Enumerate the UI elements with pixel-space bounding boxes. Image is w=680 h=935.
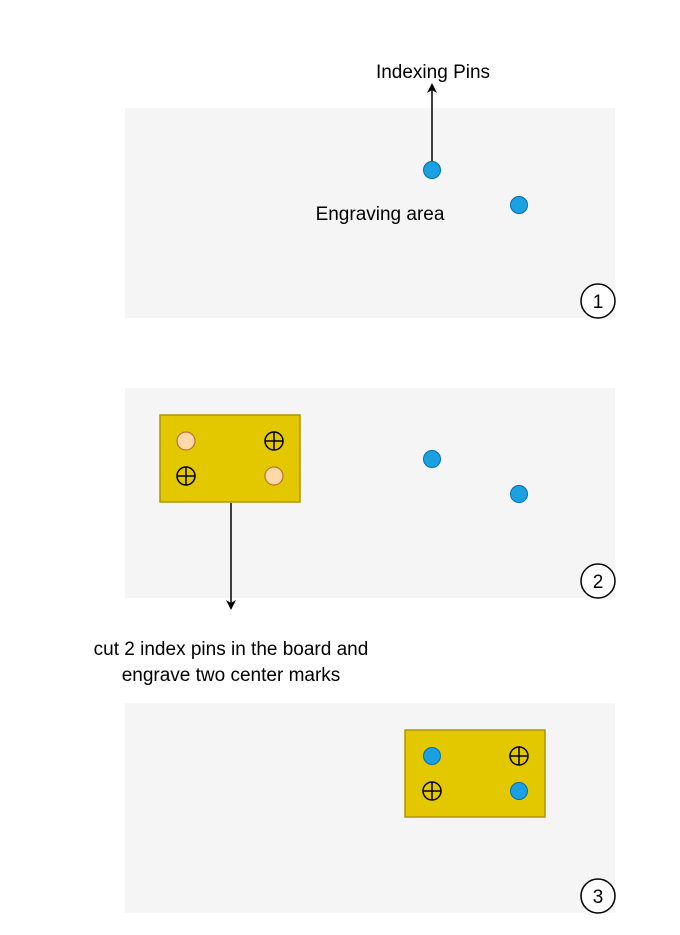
indexing-pins-label: Indexing Pins: [376, 62, 490, 83]
index-hole-icon: [264, 466, 284, 486]
engraving-area-label: Engraving area: [316, 204, 445, 225]
index-pin-icon: [423, 161, 441, 179]
index-pin-icon: [510, 196, 528, 214]
step-number-3: 3: [593, 887, 604, 908]
cut-instruction-line-1: cut 2 index pins in the board and: [94, 639, 369, 660]
center-mark-icon: [176, 466, 196, 486]
center-mark-icon: [264, 431, 284, 451]
board: [159, 414, 301, 503]
step-number-2: 2: [593, 572, 604, 593]
step-2-group: 2: [125, 388, 616, 610]
step-badge-1: 1: [580, 283, 616, 319]
step-number-1: 1: [593, 292, 604, 313]
index-hole-icon: [176, 431, 196, 451]
index-pin-icon: [510, 485, 528, 503]
center-mark-icon: [422, 781, 442, 801]
step-badge-2: 2: [580, 563, 616, 599]
step-badge-3: 3: [580, 878, 616, 914]
center-mark-icon: [509, 746, 529, 766]
step-1-group: Indexing Pins Engraving area 1: [125, 62, 616, 319]
cut-instruction-line-2: engrave two center marks: [122, 665, 341, 686]
engraving-area-panel-1: [125, 108, 615, 318]
index-pin-icon: [423, 450, 441, 468]
index-pin-icon: [423, 747, 441, 765]
index-pin-icon: [510, 782, 528, 800]
step-3-group: 3: [125, 703, 616, 914]
board-flipped: [404, 729, 546, 818]
